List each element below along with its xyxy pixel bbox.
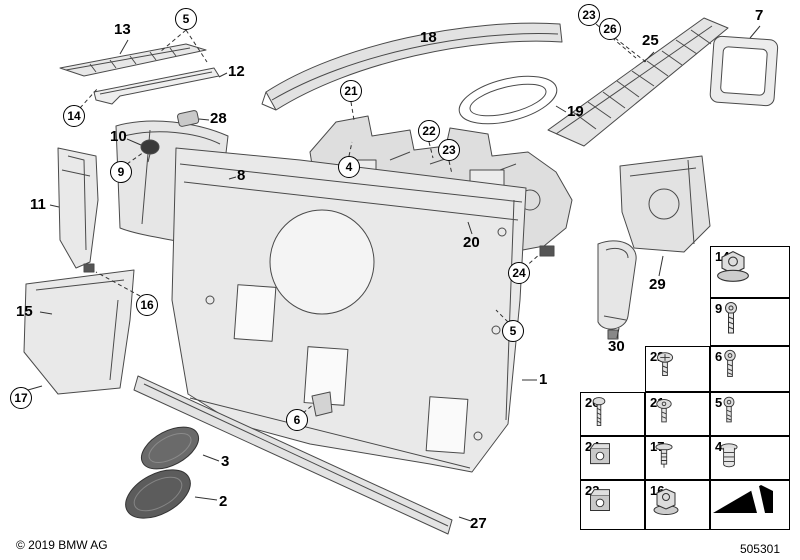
callout-circle-24[interactable]: 24 (508, 262, 530, 284)
callout-3[interactable]: 3 (221, 453, 230, 470)
direction-indicator-cell (710, 480, 790, 530)
part-12-trim-shape (93, 67, 220, 105)
direction-arrow-icon (713, 485, 773, 513)
callout-circle-5-right[interactable]: 5 (502, 320, 524, 342)
callout-circle-26[interactable]: 26 (599, 18, 621, 40)
fastener-cell-22[interactable]: 22 (645, 346, 710, 392)
fastener-cell-9[interactable]: 9 (710, 298, 790, 346)
fastener-cell-23[interactable]: 23 (580, 480, 645, 530)
threaded-sleeve-icon (720, 443, 738, 468)
callout-30[interactable]: 30 (608, 338, 625, 355)
callout-circle-6[interactable]: 6 (286, 409, 308, 431)
diagram-number: 505301 (739, 542, 780, 556)
callout-10[interactable]: 10 (110, 128, 127, 145)
callout-circle-23[interactable]: 23 (438, 139, 460, 161)
part-29-bracket-shape (619, 155, 711, 253)
callout-29[interactable]: 29 (649, 276, 666, 293)
callout-1[interactable]: 1 (539, 371, 548, 388)
part-28-cap-shape (177, 110, 200, 127)
part-30-support-shape (597, 240, 637, 340)
part-25-sill-shape (547, 17, 729, 147)
callout-circle-21[interactable]: 21 (340, 80, 362, 102)
fastener-cell-5[interactable]: 5 (710, 392, 790, 436)
fastener-cell-6[interactable]: 6 (710, 346, 790, 392)
callout-circle-22[interactable]: 22 (418, 120, 440, 142)
callout-28[interactable]: 28 (210, 110, 227, 127)
leader-lines (27, 25, 761, 522)
part-3-cover-shape (140, 426, 200, 470)
pan-head-screw-icon (656, 398, 672, 423)
torx-screw-icon (725, 302, 737, 334)
part-7-frame-shape (709, 35, 779, 107)
fastener-label: 9 (715, 301, 723, 316)
fastener-label: 5 (715, 395, 723, 410)
callout-13[interactable]: 13 (114, 21, 131, 38)
fastener-cell-21[interactable]: 21 (645, 392, 710, 436)
part-1-partition-shape (171, 147, 527, 473)
fastener-cell-17[interactable]: 17 (645, 436, 710, 480)
torx-screw-icon (724, 349, 736, 377)
part-13-rail-shape (59, 43, 207, 77)
callout-18[interactable]: 18 (420, 29, 437, 46)
part-11-panel-shape (57, 147, 99, 269)
part-18-shelf-shape (261, 22, 563, 111)
fastener-cell-26[interactable]: 26 (580, 392, 645, 436)
fastener-cell-4[interactable]: 4 (710, 436, 790, 480)
long-screw-icon (592, 397, 606, 426)
callout-20[interactable]: 20 (463, 234, 480, 251)
fastener-label: 4 (715, 439, 723, 454)
callout-12[interactable]: 12 (228, 63, 245, 80)
callout-15[interactable]: 15 (16, 303, 33, 320)
part-27-strip-shape (133, 375, 453, 535)
callout-circle-14[interactable]: 14 (63, 105, 85, 127)
callout-circle-16[interactable]: 16 (136, 294, 158, 316)
callout-2[interactable]: 2 (219, 493, 228, 510)
fastener-cell-16[interactable]: 16 (645, 480, 710, 530)
part-10-grommet-shape (140, 139, 160, 163)
callout-circle-4[interactable]: 4 (338, 156, 360, 178)
clip-nut-icon (590, 489, 610, 511)
clip-nut-icon (590, 443, 610, 465)
callout-25[interactable]: 25 (642, 32, 659, 49)
part-2-cover-shape (125, 469, 191, 519)
flange-nut-icon (717, 250, 749, 282)
fastener-cell-14[interactable]: 14 (710, 246, 790, 298)
callout-27[interactable]: 27 (470, 515, 487, 532)
copyright-text: © 2019 BMW AG (16, 538, 108, 552)
pan-head-screw-icon (656, 352, 674, 376)
part-19-ring-shape (458, 75, 558, 125)
callout-circle-5-top[interactable]: 5 (175, 8, 197, 30)
dashed-leader-lines (79, 23, 647, 414)
expanding-rivet-icon (655, 443, 673, 468)
callout-circle-23-top[interactable]: 23 (578, 4, 600, 26)
callout-19[interactable]: 19 (567, 103, 584, 120)
callout-circle-9[interactable]: 9 (110, 161, 132, 183)
callout-11[interactable]: 11 (30, 196, 46, 213)
callout-8[interactable]: 8 (237, 167, 246, 184)
callout-7[interactable]: 7 (755, 7, 764, 24)
torx-screw-icon (723, 396, 735, 423)
part-15-panel-shape (23, 263, 135, 395)
fastener-cell-24[interactable]: 24 (580, 436, 645, 480)
fastener-label: 6 (715, 349, 723, 364)
callout-circle-17[interactable]: 17 (10, 387, 32, 409)
plastic-nut-icon (653, 488, 679, 515)
